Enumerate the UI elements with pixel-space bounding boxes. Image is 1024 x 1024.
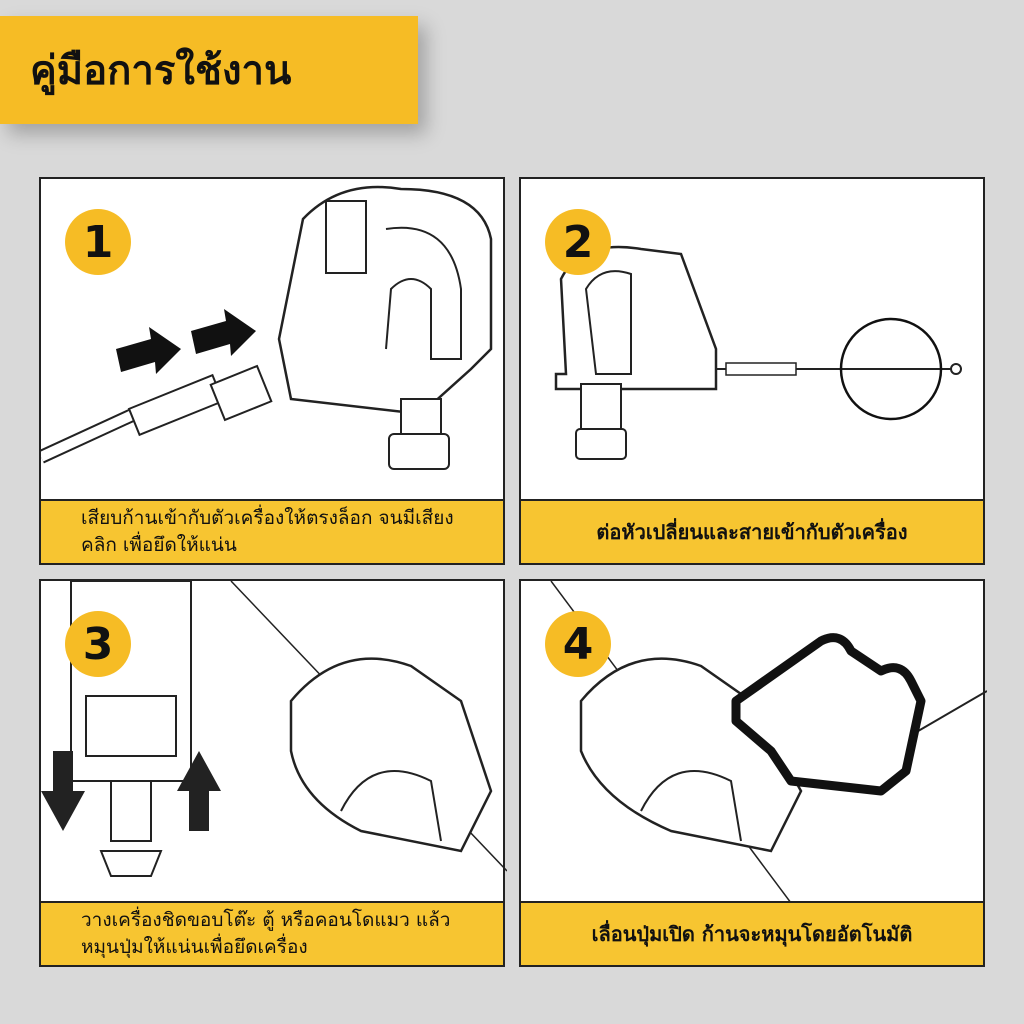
step-number-badge: 1 (65, 209, 131, 275)
step-number-badge: 4 (545, 611, 611, 677)
step-2-panel: 2 ต่อหัวเปลี่ยนและสายเข้ากับตัวเครื่อง (519, 177, 985, 565)
arrow-icon (191, 309, 256, 356)
step-1-illustration (41, 185, 493, 470)
arrow-down-icon (41, 751, 85, 831)
page-title: คู่มือการใช้งาน (0, 16, 418, 124)
step-number-badge: 2 (545, 209, 611, 275)
step-1-panel: 1 เสียบก้านเข้ากับตัวเครื่องให้ตรงล็อก จ… (39, 177, 505, 565)
step-2-caption: ต่อหัวเปลี่ยนและสายเข้ากับตัวเครื่อง (521, 499, 983, 563)
arrow-icon (116, 327, 181, 374)
step-number-badge: 3 (65, 611, 131, 677)
step-4-illustration (550, 581, 987, 903)
hand-pointer-icon (731, 633, 926, 796)
step-4-caption: เลื่อนปุ่มเปิด ก้านจะหมุนโดยอัตโนมัติ (521, 901, 983, 965)
step-3-panel: 3 วางเครื่องชิดขอบโต๊ะ ตู้ หรือคอนโดแมว … (39, 579, 507, 967)
step-4-panel: 4 เลื่อนปุ่มเปิด ก้านจะหมุนโดยอัตโนมัติ (519, 579, 987, 967)
step-3-caption: วางเครื่องชิดขอบโต๊ะ ตู้ หรือคอนโดแมว แล… (41, 901, 503, 965)
arrow-up-icon (177, 751, 221, 831)
step-1-caption: เสียบก้านเข้ากับตัวเครื่องให้ตรงล็อก จนม… (41, 499, 503, 563)
step-2-illustration (554, 245, 962, 460)
